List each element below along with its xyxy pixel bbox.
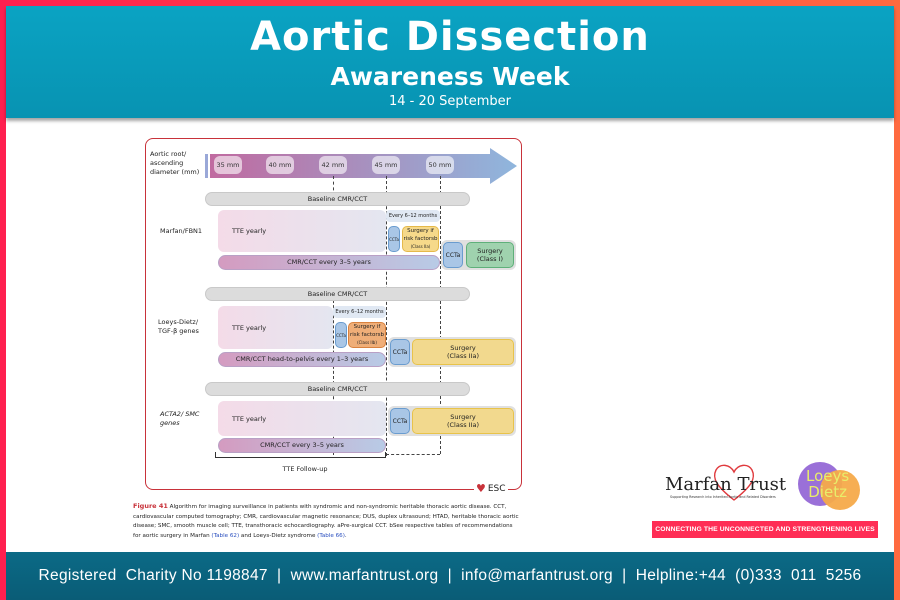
surgery-if-class: (Class IIb) xyxy=(357,340,377,345)
surgery-if-text: Surgery if risk factorsb xyxy=(349,324,385,338)
cct: CCTa xyxy=(390,339,410,365)
surgery-text: Surgery xyxy=(450,413,476,421)
tte-yearly: TTE yearly xyxy=(218,401,386,436)
surgery-if-text: Surgery if risk factorsb xyxy=(403,228,438,242)
marfan-tagline: Supporting Research into Inherited Aorti… xyxy=(670,495,776,499)
dash-42 xyxy=(333,176,334,196)
cct: CCTa xyxy=(390,408,410,434)
marfan-name: Marfan Trust xyxy=(665,474,787,495)
cmr-bar: CMR/CCT every 3–5 years xyxy=(218,438,386,453)
every-6-12: Every 6–12 months xyxy=(386,210,440,222)
figure-frame xyxy=(145,138,522,490)
surgery-box: Surgery(Class IIa) xyxy=(412,339,514,365)
cct-small: CCTa xyxy=(335,322,347,348)
surgery-box: Surgery(Class IIa) xyxy=(412,408,514,434)
dietz-word: Dietz xyxy=(808,483,847,501)
tte-yearly: TTE yearly xyxy=(218,210,386,252)
heart-icon: ♥ xyxy=(476,482,486,495)
threshold-50: 50 mm xyxy=(426,156,454,174)
baseline-bar: Baseline CMR/CCT xyxy=(205,192,470,206)
esc-logo: ♥ESC xyxy=(474,482,508,495)
baseline-bar: Baseline CMR/CCT xyxy=(205,287,470,301)
figure-caption: Figure 41 Algorithm for imaging surveill… xyxy=(133,502,521,541)
esc-text: ESC xyxy=(487,483,506,494)
dates: 14 - 20 September xyxy=(388,94,512,109)
row-label-marfan: Marfan/FBN1 xyxy=(160,227,203,235)
cmr-bar: CMR/CCT head-to-pelvis every 1–3 years xyxy=(218,352,386,367)
dash-bottom xyxy=(386,454,440,455)
threshold-40: 40 mm xyxy=(266,156,294,174)
every-6-12: Every 6–12 months xyxy=(333,306,386,318)
baseline-bar: Baseline CMR/CCT xyxy=(205,382,470,396)
loeys-word: Loeys xyxy=(806,467,850,485)
surgery-if-risk: Surgery if risk factorsb (Class IIb) xyxy=(348,322,386,348)
loeys-circle xyxy=(820,470,860,510)
threshold-35: 35 mm xyxy=(214,156,242,174)
caption-end: . xyxy=(344,532,347,539)
heart-outline-icon xyxy=(713,464,755,501)
table-66-link[interactable]: (Table 66) xyxy=(317,532,345,539)
surgery-box: Surgery(Class I) xyxy=(466,242,514,268)
followup-label: TTE Follow-up xyxy=(282,465,328,473)
dash-45 xyxy=(386,176,387,456)
cmr-bar: CMR/CCT every 3–5 years xyxy=(218,255,440,270)
row-label-acta2: ACTA2/ SMC genes xyxy=(160,410,200,427)
axis-label: Aortic root/ ascending diameter (mm) xyxy=(150,150,200,176)
caption-label: Figure 41 xyxy=(133,502,168,510)
surgery-class: (Class IIa) xyxy=(446,352,480,360)
tte-yearly: TTE yearly xyxy=(218,306,333,349)
cct: CCTa xyxy=(443,242,463,268)
subtitle: Awareness Week xyxy=(330,62,570,91)
caption-text: Algorithm for imaging surveillance in pa… xyxy=(133,504,519,539)
caption-mid: and Loeys-Dietz syndrome xyxy=(239,532,318,539)
threshold-45: 45 mm xyxy=(372,156,400,174)
dash-42b xyxy=(333,300,334,455)
tagline-banner: CONNECTING THE UNCONNECTED AND STRENGTHE… xyxy=(652,521,878,538)
surgery-text: Surgery xyxy=(450,344,476,352)
surgery-if-class: (Class IIa) xyxy=(410,244,431,249)
diameter-arrow xyxy=(205,148,517,184)
surgery-text: Surgery xyxy=(477,247,503,255)
header: Aortic Dissection Awareness Week 14 - 20… xyxy=(6,6,894,118)
surgery-class: (Class I) xyxy=(476,255,504,263)
cct-small: CCTa xyxy=(388,226,400,252)
threshold-42: 42 mm xyxy=(319,156,347,174)
dash-50 xyxy=(440,176,441,454)
marfan-trust-logo: Marfan Trust Supporting Research into In… xyxy=(655,462,786,502)
table-62-link[interactable]: (Table 62) xyxy=(211,532,240,539)
followup-bracket xyxy=(215,452,386,458)
surgery-if-risk: Surgery if risk factorsb (Class IIa) xyxy=(402,226,439,252)
surgery-class: (Class IIa) xyxy=(446,421,480,429)
footer: Registered Charity No 1198847 | www.marf… xyxy=(6,552,894,600)
title: Aortic Dissection xyxy=(250,14,650,60)
row-label-loeys: Loeys-Dietz/ TGF-β genes xyxy=(158,318,199,335)
